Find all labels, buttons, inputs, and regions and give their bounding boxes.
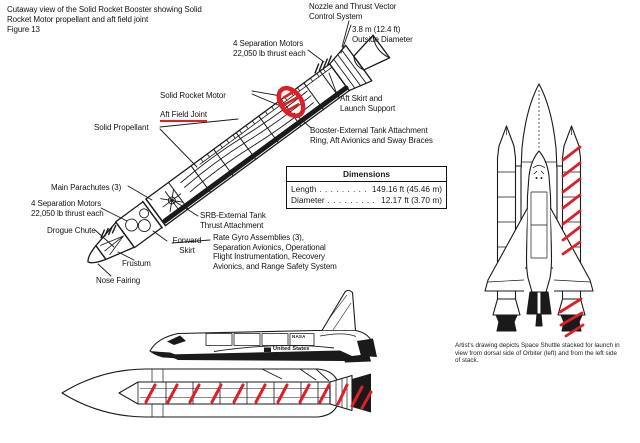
label-main-parachutes: Main Parachutes (3): [51, 183, 122, 192]
figure-caption: Cutaway view of the Solid Rocket Booster…: [7, 5, 202, 34]
stack-front-view-drawing: [484, 83, 594, 332]
aft-skirt-shape: [329, 44, 373, 92]
dot-leader: . . . . . . . . . .: [319, 184, 369, 194]
aft-field-joint-highlight: [276, 85, 306, 119]
dimensions-row-diameter: Diameter . . . . . . . . . 12.17 ft (3.7…: [291, 195, 442, 206]
label-outside-diameter: 3.8 m (12.4 ft) Outside Diameter: [352, 25, 413, 44]
label-aft-field-joint-line2: Aft Field Joint: [160, 110, 207, 122]
aft-separation-motors-shape: [314, 55, 332, 74]
label-nozzle-tvc: Nozzle and Thrust Vector Control System: [309, 2, 397, 21]
forward-separation-motors-shape: [100, 224, 117, 239]
label-rate-gyro-avionics: Rate Gyro Assemblies (3), Separation Avi…: [213, 233, 337, 271]
label-aft-field-joint: Solid Rocket Motor Aft Field Joint: [160, 81, 226, 122]
label-separation-motors-aft: 4 Separation Motors 22,050 lb thrust eac…: [233, 39, 306, 58]
label-nose-fairing: Nose Fairing: [96, 276, 141, 285]
left-srb-front-shape: [496, 125, 517, 300]
srb-side-aft-skirt-shape: [329, 374, 353, 412]
propellant-star-pattern: [160, 188, 184, 213]
orbiter-engine-nozzle-shape: [357, 338, 377, 357]
label-drogue-chute: Drogue Chute: [47, 226, 96, 235]
label-separation-motors-forward: 4 Separation Motors 22,050 lb thrust eac…: [31, 199, 104, 218]
dimension-value: 149.16 ft (45.46 m): [371, 184, 442, 194]
dimension-value: 12.17 ft (3.70 m): [381, 194, 442, 205]
nose-fairing-shape: [87, 245, 107, 264]
stack-front-view-red-hatches: [558, 145, 585, 338]
orbiter-side-view-drawing: [149, 289, 377, 363]
orbiter-side-outline: [149, 289, 374, 361]
dimensions-table: Dimensions Length . . . . . . . . . . 14…: [286, 166, 447, 209]
orbiter-dorsal-shape: [525, 150, 553, 293]
dimension-label: Length: [291, 184, 317, 194]
label-solid-propellant: Solid Propellant: [94, 123, 149, 132]
dot-leader: . . . . . . . . .: [327, 194, 376, 205]
dimensions-row-length: Length . . . . . . . . . . 149.16 ft (45…: [291, 184, 442, 195]
nasa-logo-text: NASA: [292, 334, 306, 339]
label-aft-skirt: Aft Skirt and Launch Support: [340, 94, 396, 113]
stack-caption: Artist's drawing depicts Space Shuttle s…: [455, 342, 620, 365]
dimensions-table-title: Dimensions: [287, 167, 446, 182]
belly-shading: [166, 350, 352, 361]
left-srb-nozzle-shape: [495, 314, 518, 323]
label-frustum: Frustum: [122, 259, 151, 268]
stack-side-view-red-hatches: [144, 383, 373, 410]
label-et-attachment-ring: Booster-External Tank Attachment Ring, A…: [310, 126, 433, 145]
united-states-text: United States: [273, 346, 310, 352]
canopy-shape: [167, 335, 186, 345]
ssme-nozzles-shape: [526, 291, 552, 315]
label-forward-skirt: Forward Skirt: [172, 236, 202, 255]
dimensions-table-body: Length . . . . . . . . . . 149.16 ft (45…: [287, 182, 446, 209]
label-aft-field-joint-line1: Solid Rocket Motor: [160, 90, 226, 100]
orbiter-wings-shape: [484, 207, 594, 292]
srb-cutaway-drawing: [87, 34, 391, 264]
us-flag-mark: [264, 347, 271, 352]
label-srb-et-thrust-attachment: SRB-External Tank Thrust Attachment: [200, 211, 266, 230]
dimension-label: Diameter: [291, 194, 325, 205]
